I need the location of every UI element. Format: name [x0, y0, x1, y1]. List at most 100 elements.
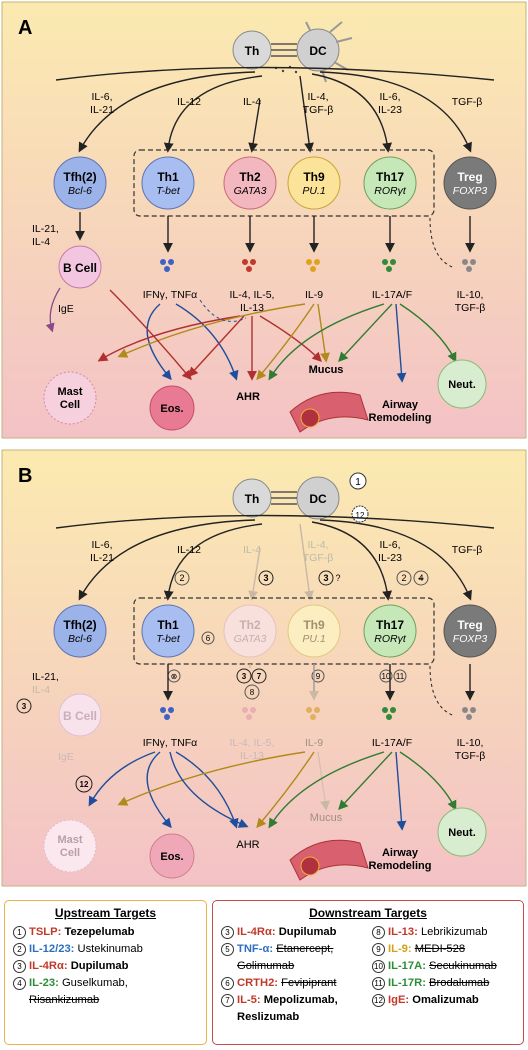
upstream-drug-4: Guselkumab, [61, 977, 128, 989]
th-dc-synapse-b: Th DC 1 12 [232, 472, 369, 523]
cytokine-tgfb-th9-b: TGF-β [303, 552, 334, 564]
downstream-left-target-3: IL-4Rα: [237, 926, 279, 938]
treg-products-a: IL-10, [457, 289, 484, 301]
marker-8: 8 [250, 688, 255, 697]
upstream-number-1: 1 [13, 925, 26, 939]
marker-3-a: 3 [263, 573, 268, 583]
neut-label: Neut. [448, 379, 476, 391]
ige-label-b: IgE [58, 751, 74, 763]
treg-name: Treg [457, 170, 482, 184]
ahr-label: AHR [236, 391, 260, 403]
panel-b-letter: B [18, 465, 32, 487]
th9-products: IL-9 [305, 289, 323, 301]
th9-products-b: IL-9 [305, 737, 323, 749]
upstream-target-3: IL-4Rα: [29, 960, 71, 972]
downstream-left-drug-extra-5: Golimumab [237, 960, 295, 972]
marker-6: 6 [206, 634, 211, 643]
marker-2-b: 2 [401, 573, 406, 583]
treg-tf: FOXP3 [453, 185, 488, 197]
downstream-right-number-11: 11 [372, 976, 385, 990]
tfh-name: Tfh(2) [63, 170, 96, 184]
th17-products: IL-17A/F [372, 289, 412, 301]
mast-label-b: Cell [60, 399, 80, 411]
tfh-product-il21: IL-21, [32, 223, 59, 235]
th1-tf: T-bet [156, 185, 181, 197]
cytokine-il6-th17-b: IL-6, [379, 539, 400, 551]
treg-products-b-b: TGF-β [455, 750, 486, 762]
th9-tf-b: PU.1 [302, 633, 325, 645]
panel-a: A Th DC IL-6, IL-21 IL-12 IL-4 IL-4, TGF… [1, 1, 527, 439]
cytokine-il6-il21: IL-6, [91, 91, 112, 103]
treg-products-b: TGF-β [455, 302, 486, 314]
th9-tf: PU.1 [302, 185, 325, 197]
cytokine-il21-b: IL-21 [90, 552, 114, 564]
panel-a-letter: A [18, 17, 32, 39]
marker-3-d: 3 [22, 702, 27, 711]
treg-cell: Treg FOXP3 [443, 156, 497, 210]
th2-name-b: Th2 [239, 618, 261, 632]
downstream-left-target-6: CRTH2: [237, 977, 282, 989]
airway-icon [289, 391, 369, 433]
cytokine-il4-b: IL-4 [243, 544, 261, 556]
tfh-product-il21-b: IL-21, [32, 671, 59, 683]
th2-products-b: IL-13 [240, 302, 264, 314]
downstream-left-number-6: 6 [221, 976, 234, 990]
upstream-number-4: 4 [13, 976, 26, 990]
cytokine-il23: IL-23 [378, 104, 402, 116]
treg-name-b: Treg [457, 618, 482, 632]
dc-label: DC [309, 44, 327, 58]
th2-tf: GATA3 [234, 185, 267, 197]
downstream-right-target-9: IL-9: [388, 943, 415, 955]
b-cell: B Cell [58, 245, 102, 289]
th-label-b: Th [245, 492, 260, 506]
ahr-label-b: AHR [236, 839, 259, 851]
th2-tf-b: GATA3 [234, 633, 267, 645]
mast-label-a: Mast [57, 386, 82, 398]
upstream-number-2: 2 [13, 942, 26, 956]
marker-9: 9 [316, 672, 321, 681]
th1-products: IFNγ, TNFα [143, 289, 197, 301]
downstream-right-drug-10: Secukinumab [429, 960, 497, 972]
downstream-left-target-5: TNF-α: [237, 943, 277, 955]
marker-3-c: 3 [242, 672, 247, 681]
th-subset-box [133, 149, 435, 217]
cytokine-il6-il21-b: IL-6, [91, 539, 112, 551]
downstream-left-drug-7: Mepolizumab, [263, 994, 338, 1006]
cytokine-il4: IL-4 [243, 96, 261, 108]
airway-label-a-b: Airway [382, 847, 419, 859]
cytokine-il23-b: IL-23 [378, 552, 402, 564]
downstream-right-target-12: IgE: [388, 994, 413, 1006]
th-dc-synapse: Th DC [232, 21, 353, 83]
marker-4: 4 [418, 573, 423, 583]
upstream-drug-2: Ustekinumab [77, 943, 143, 955]
downstream-right-target-11: IL-17R: [388, 977, 430, 989]
th17-name: Th17 [376, 170, 404, 184]
cytokine-il4-th9-b: IL-4, [307, 539, 328, 551]
downstream-right-number-8: 8 [372, 925, 385, 939]
cytokine-tgfb-th9: TGF-β [303, 104, 334, 116]
mast-cell: Mast Cell [43, 371, 97, 425]
upstream-number-3: 3 [13, 959, 26, 973]
cytokine-il6-th17: IL-6, [379, 91, 400, 103]
treg-products-a-b: IL-10, [457, 737, 484, 749]
th9-cell: Th9 PU.1 [287, 156, 341, 210]
th1-products-b: IFNγ, TNFα [143, 737, 197, 749]
marker-5-dummy: ⊗ [171, 672, 178, 681]
upstream-title: Upstream Targets [54, 906, 157, 920]
ige-label: IgE [58, 303, 74, 315]
marker-1: 1 [355, 477, 361, 488]
mast-label-b-b: Cell [60, 847, 80, 859]
downstream-right-drug-12: Omalizumab [412, 994, 479, 1006]
effector-arrows [97, 289, 457, 383]
downstream-right-number-9: 9 [372, 942, 385, 956]
